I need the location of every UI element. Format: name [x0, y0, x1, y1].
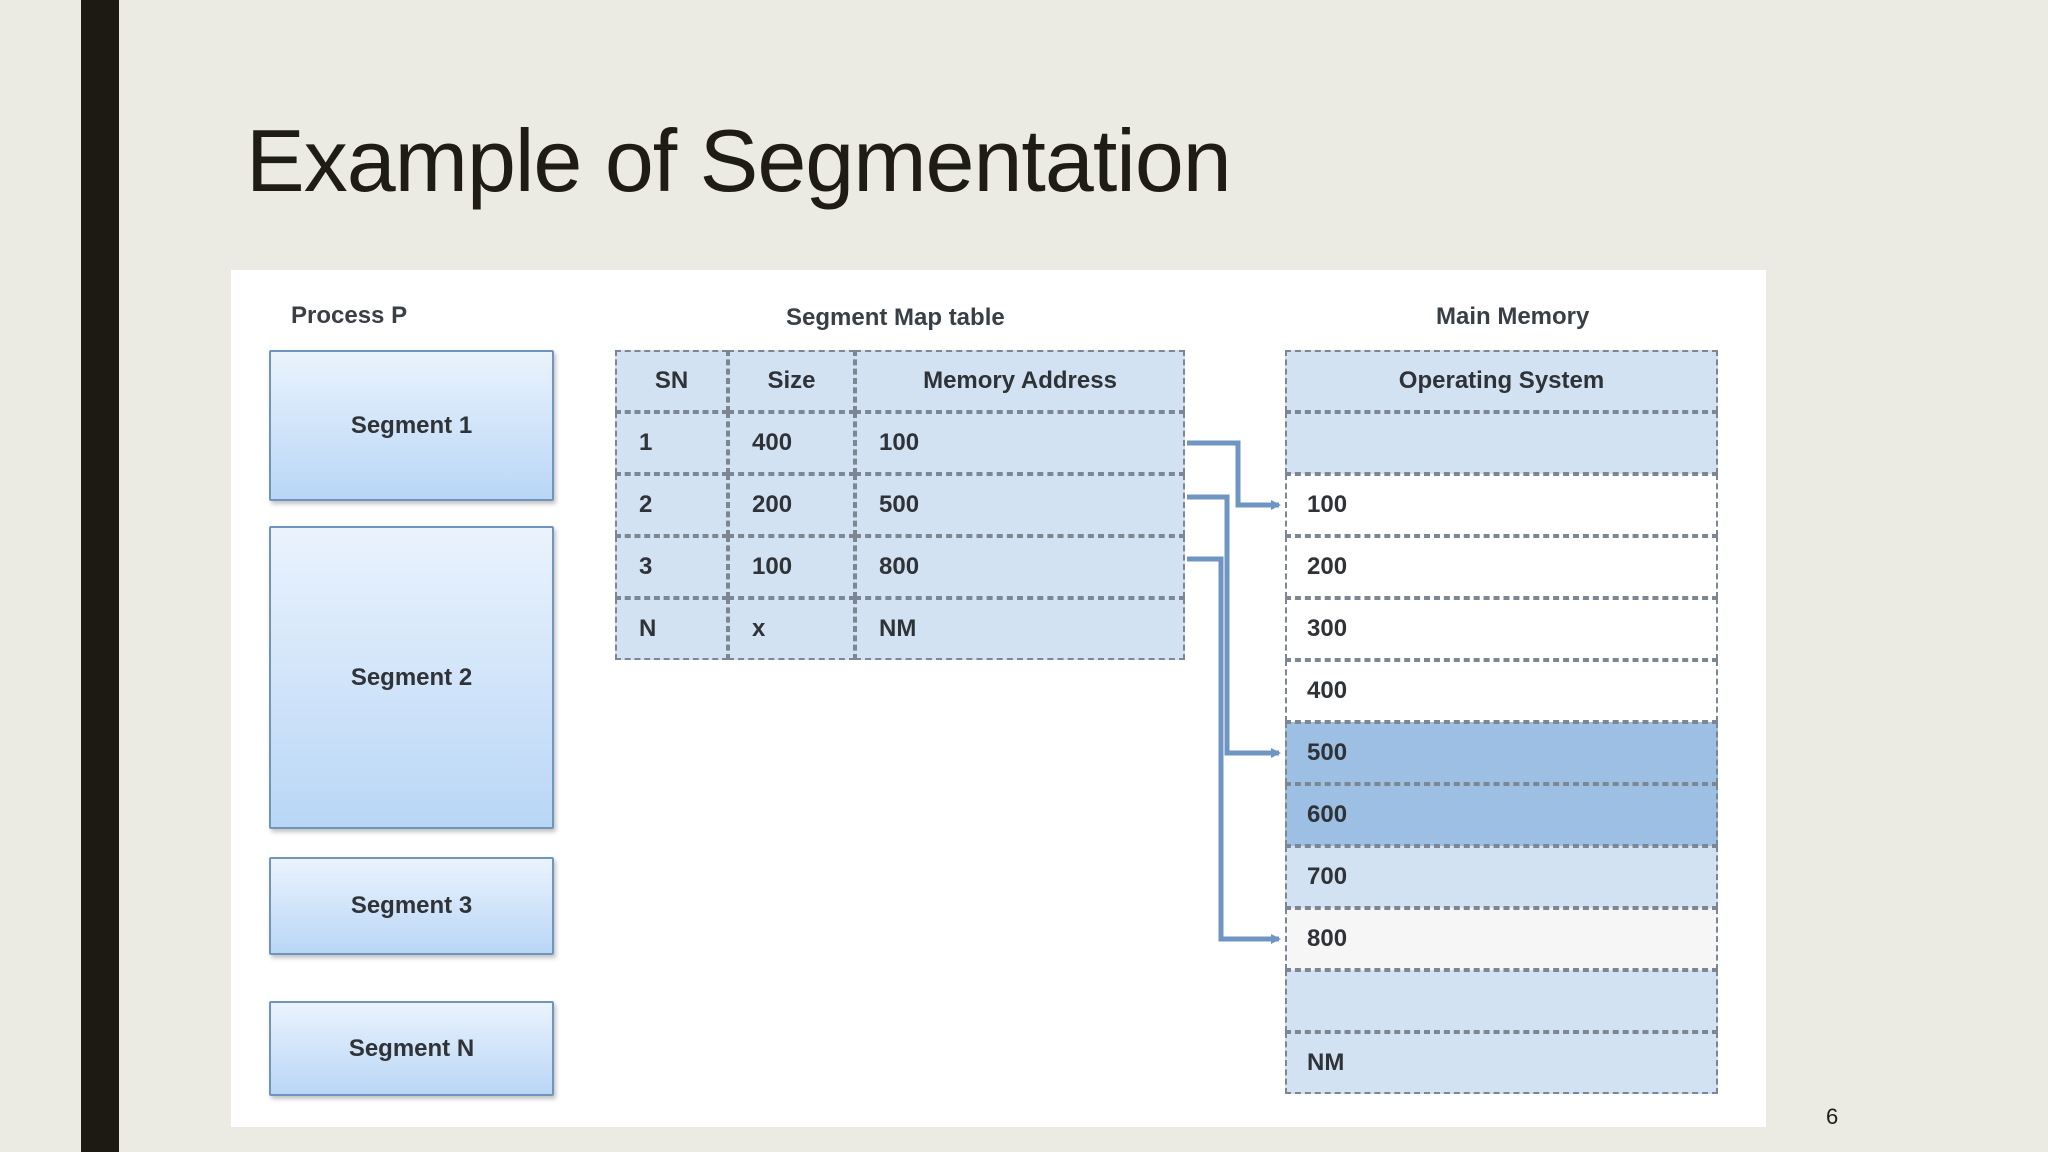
segment-label: Segment N — [348, 1034, 475, 1062]
mapping-arrows — [1187, 440, 1281, 944]
table-cell: 500 — [855, 474, 1185, 536]
memory-block: NM — [1285, 1032, 1718, 1094]
process-heading: Process P — [291, 302, 408, 329]
memory-block: Operating System — [1285, 350, 1718, 412]
segment-box-1: Segment 1 — [269, 350, 554, 501]
memory-block: 300 — [1285, 598, 1718, 660]
memory-block: 700 — [1285, 846, 1718, 908]
memory-block — [1285, 970, 1718, 1032]
segment-label: Segment 2 — [350, 663, 473, 691]
table-cell: 100 — [728, 536, 855, 598]
memory-block: 100 — [1285, 474, 1718, 536]
table-cell: NM — [855, 598, 1185, 660]
memory-block: 200 — [1285, 536, 1718, 598]
table-cell: 400 — [728, 412, 855, 474]
segment-table-heading: Segment Map table — [786, 304, 1005, 331]
mapping-arrow-1 — [1187, 440, 1281, 510]
table-cell: N — [615, 598, 728, 660]
table-cell: 800 — [855, 536, 1185, 598]
table-cell: 100 — [855, 412, 1185, 474]
memory-block: 500 — [1285, 722, 1718, 784]
mapping-arrow-2 — [1187, 494, 1281, 758]
segment-box-3: Segment 3 — [269, 857, 554, 955]
table-header-cell: Memory Address — [855, 350, 1185, 412]
segment-box-2: Segment 2 — [269, 526, 554, 829]
segment-label: Segment 1 — [350, 411, 473, 439]
table-cell: 1 — [615, 412, 728, 474]
memory-block — [1285, 412, 1718, 474]
side-accent-bar — [81, 0, 119, 1152]
table-header-cell: Size — [728, 350, 855, 412]
table-cell: 200 — [728, 474, 855, 536]
table-cell: 3 — [615, 536, 728, 598]
memory-block: 400 — [1285, 660, 1718, 722]
table-cell: x — [728, 598, 855, 660]
slide-title: Example of Segmentation — [246, 111, 1232, 210]
table-header-cell: SN — [615, 350, 728, 412]
segment-label: Segment 3 — [350, 892, 473, 919]
memory-block: 600 — [1285, 784, 1718, 846]
mapping-arrow-3 — [1187, 556, 1281, 944]
memory-block: 800 — [1285, 908, 1718, 970]
segmentation-diagram: Process P Segment Map table Main Memory … — [231, 270, 1766, 1127]
main-memory-heading: Main Memory — [1436, 303, 1590, 330]
segment-box-n: Segment N — [269, 1001, 554, 1096]
slide-number: 6 — [1826, 1104, 1839, 1129]
table-cell: 2 — [615, 474, 728, 536]
